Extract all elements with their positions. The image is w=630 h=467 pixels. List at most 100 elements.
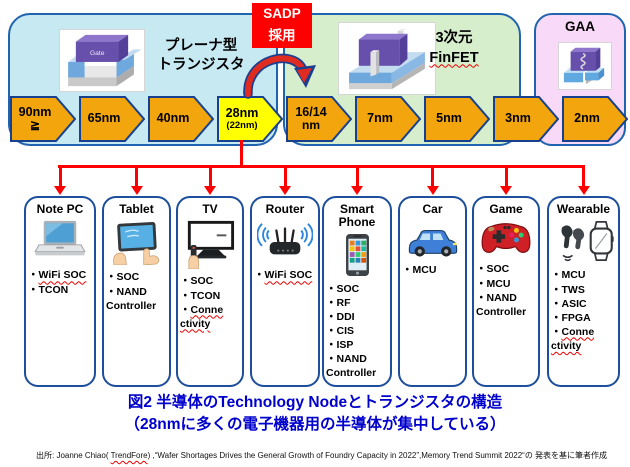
sadp-badge: SADP 採用 xyxy=(252,3,312,48)
process-node-28nm: 28nm(22nm) xyxy=(217,96,284,142)
chip-item: ・Conne xyxy=(180,303,224,316)
process-node-3nm: 3nm xyxy=(493,96,560,142)
connector-down-line xyxy=(504,166,508,187)
connector-down-line xyxy=(431,166,434,187)
connector-down-line xyxy=(355,166,359,187)
device-card-car: Car ・MCU xyxy=(398,196,467,387)
chip-item: ・TCON xyxy=(28,283,69,296)
chip-item: ・NAND xyxy=(106,285,147,298)
chip-list: ・WiFi SOC xyxy=(252,268,318,282)
process-node-2nm: 2nm xyxy=(562,96,629,142)
sadp-adoption-arrow xyxy=(243,53,316,99)
chip-item: ・Conne xyxy=(551,325,595,338)
connector-down-line xyxy=(582,166,585,187)
chip-list: ・WiFi SOC・TCON xyxy=(26,268,94,296)
connector-down-line xyxy=(135,166,138,187)
process-node-40nm: 40nm xyxy=(148,96,215,142)
laptop-icon xyxy=(26,219,94,263)
device-title: Car xyxy=(422,202,443,216)
connector-arrowhead xyxy=(204,186,216,195)
chip-item: ・MCU xyxy=(476,277,511,290)
gaa-label: GAA xyxy=(565,19,595,34)
device-title: Note PC xyxy=(36,202,84,216)
chip-item: ・TWS xyxy=(551,283,585,296)
connector-arrowhead xyxy=(351,186,363,195)
device-title: Tablet xyxy=(119,202,154,216)
connector-arrowhead xyxy=(426,186,439,195)
connector-stem xyxy=(240,140,243,167)
gaa-image xyxy=(558,42,612,90)
device-title: Smart Phone xyxy=(338,202,376,230)
chip-item: ctivity xyxy=(180,317,211,330)
chip-item: ・TCON xyxy=(180,289,221,302)
chip-item: ・DDI xyxy=(326,311,355,323)
chip-item: Controller xyxy=(326,367,377,380)
source-note: 出所: Joanne Chiao( TrendFore) ,“Wafer Sho… xyxy=(36,451,608,460)
chip-item: ・CIS xyxy=(326,325,355,338)
process-node-90nm: 90nm≧ xyxy=(10,96,77,142)
chip-item: ・RF xyxy=(326,296,351,309)
chip-item: ・FPGA xyxy=(551,311,591,324)
connector-down-line xyxy=(283,166,287,187)
caption-line2: （28nmに多くの電子機器用の半導体が集中している） xyxy=(124,416,506,434)
connector-arrowhead xyxy=(54,186,66,195)
chip-item: ctivity xyxy=(551,339,582,352)
earbuds-watch-icon xyxy=(549,219,618,263)
connector-down-line xyxy=(58,166,62,187)
car-icon xyxy=(400,224,465,258)
connector-horizontal-line xyxy=(58,165,585,168)
chip-item: ・NAND xyxy=(326,353,367,366)
tablet-icon xyxy=(104,219,169,266)
chip-item: ・WiFi SOC xyxy=(28,269,87,282)
chip-list: ・MCU xyxy=(400,263,465,277)
figure-caption: 図2 半導体のTechnology Nodeとトランジスタの構造 （28nmに多… xyxy=(0,392,630,437)
device-title: TV xyxy=(202,202,218,216)
device-card-note-pc: Note PC ・WiFi SOC・TCON xyxy=(24,196,96,387)
chip-item: Controller xyxy=(476,305,527,318)
smartphone-icon xyxy=(324,233,390,277)
gamepad-icon xyxy=(474,219,538,257)
planar-transistor-image: Gate xyxy=(59,29,145,92)
source-trendforce: TrendFore xyxy=(110,451,148,460)
chip-item: ・SOC xyxy=(180,275,214,288)
finfet-label: 3次元 FinFET xyxy=(429,30,479,66)
device-title: Wearable xyxy=(556,202,611,216)
chip-item: ・NAND xyxy=(476,291,517,304)
device-title: Game xyxy=(489,202,523,216)
tv-icon xyxy=(178,219,242,270)
process-node-7nm: 7nm xyxy=(355,96,422,142)
connector-arrowhead xyxy=(279,186,291,195)
chip-item: ・SOC xyxy=(326,282,360,295)
chip-item: ・WiFi SOC xyxy=(254,269,313,282)
connector-down-line xyxy=(208,166,212,187)
chip-item: ・MCU xyxy=(402,264,437,277)
connector-arrowhead xyxy=(577,186,590,195)
chip-item: ・SOC xyxy=(106,271,140,284)
chip-item: ・SOC xyxy=(476,263,510,276)
chip-item: ・MCU xyxy=(551,269,586,282)
gate-text: Gate xyxy=(90,50,105,57)
process-node-5nm: 5nm xyxy=(424,96,491,142)
device-title: Router xyxy=(265,202,305,216)
connector-arrowhead xyxy=(130,186,143,195)
chip-item: ・ISP xyxy=(326,339,354,352)
chip-item: ・ASIC xyxy=(551,297,587,310)
device-card-router: Router ・WiFi SOC xyxy=(250,196,320,387)
chip-item: Controller xyxy=(106,299,157,312)
finfet-image xyxy=(338,22,436,95)
connector-arrowhead xyxy=(500,186,512,195)
planar-transistor-label: プレーナ型 トランジスタ xyxy=(157,38,245,73)
caption-line1: 図2 半導体のTechnology Nodeとトランジスタの構造 xyxy=(127,394,503,411)
